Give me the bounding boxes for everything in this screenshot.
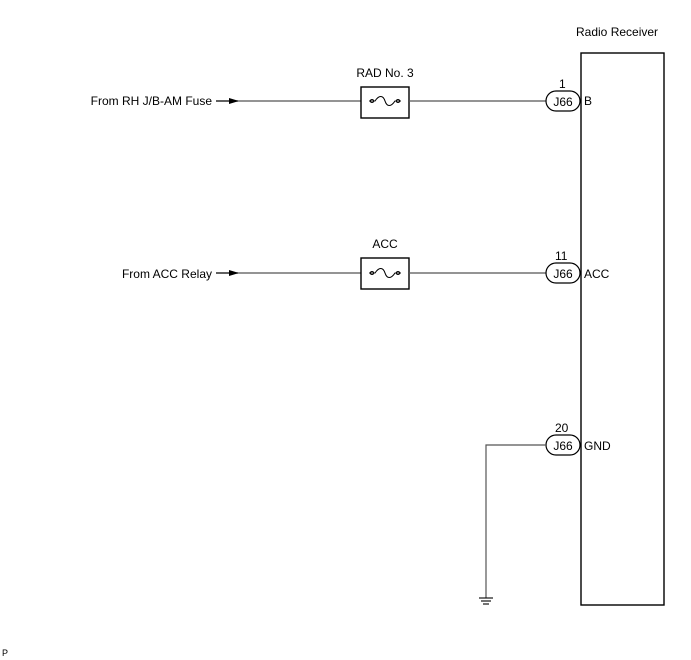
- source-label-b: From RH J/B-AM Fuse: [91, 94, 213, 108]
- terminal-label-b: B: [584, 94, 592, 108]
- ground-icon: [479, 597, 493, 605]
- corner-mark: P: [2, 648, 8, 658]
- radio-receiver-box: [580, 52, 665, 606]
- terminal-label-gnd: GND: [584, 439, 611, 453]
- pin-number-b: 1: [559, 77, 566, 91]
- terminal-label-acc: ACC: [584, 267, 610, 281]
- pin-number-acc: 11: [555, 249, 568, 263]
- circuit-b: From RH J/B-AM Fuse RAD No. 3 J66 1 B: [91, 66, 592, 119]
- circuit-gnd: J66 20 GND: [479, 421, 611, 605]
- source-label-acc: From ACC Relay: [122, 267, 212, 281]
- connector-label-gnd: J66: [553, 439, 573, 453]
- pin-number-gnd: 20: [555, 421, 569, 435]
- connector-label-acc: J66: [553, 267, 573, 281]
- fuse-symbol-b: [369, 95, 401, 107]
- fuse-label-b: RAD No. 3: [356, 66, 414, 80]
- connector-j66-b: [545, 90, 581, 112]
- connector-j66-acc: [545, 262, 581, 284]
- connector-label-b: J66: [553, 95, 573, 109]
- fuse-symbol-acc: [369, 267, 401, 279]
- radio-receiver-title: Radio Receiver: [576, 25, 658, 39]
- fuse-label-acc: ACC: [372, 237, 398, 251]
- circuit-acc: From ACC Relay ACC J66 11 ACC: [122, 237, 610, 290]
